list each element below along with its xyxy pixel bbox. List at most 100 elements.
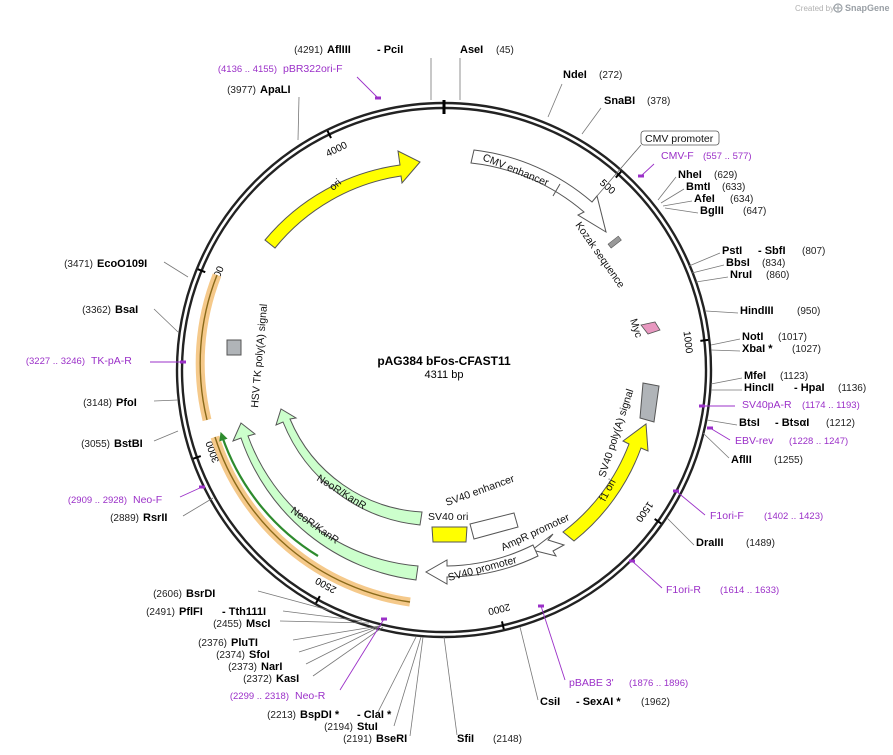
primer-site[interactable]: F1ori-R(1614 .. 1633) [666,584,779,596]
enzyme-site[interactable]: (3362) BsaI [82,304,138,316]
enzyme-site[interactable]: (3471)EcoO109I [64,258,147,270]
enzyme-site[interactable]: (2372)KasI [243,673,299,685]
primer-site[interactable]: F1ori-F(1402 .. 1423) [710,510,823,522]
enzyme-site[interactable]: NotI(1017) [742,331,807,343]
snapgene-name: SnapGene [845,3,890,13]
tick-mark [700,338,709,342]
enzyme-site[interactable]: (2606)BsrDI [153,588,215,600]
enzyme-site[interactable]: AfeI(634) [694,193,753,205]
enzyme-name-secondary: - HpaI [794,382,825,394]
enzyme-site[interactable]: XbaI *(1027) [742,343,821,355]
primer-range: (1614 .. 1633) [720,585,779,596]
feature-myc[interactable] [640,321,661,335]
feature-cmv-enhancer[interactable] [470,149,607,234]
primer-binding-mark [638,174,644,178]
enzyme-leader-line [305,625,382,665]
tick-label: 4000 [324,140,349,160]
enzyme-name: AseI [460,44,483,56]
enzyme-site[interactable]: (2213)BspDI *- ClaI * [267,709,392,721]
enzyme-position: (634) [730,194,753,205]
enzyme-name: CsiI [540,696,560,708]
primer-site[interactable]: SV40pA-R(1174 .. 1193) [742,399,860,411]
feature-sv40-enhancer-label: SV40 enhancer [444,473,517,509]
feature-hsv-tk-polya[interactable] [226,339,242,356]
enzyme-site[interactable]: (4291)AflIII- PciI [294,44,403,56]
enzyme-site[interactable]: CsiI- SexAI *(1962) [540,696,670,708]
enzyme-site[interactable]: AflII(1255) [731,454,803,466]
primer-site[interactable]: EBV-rev(1228 .. 1247) [735,435,848,447]
enzyme-site[interactable]: (2194)StuI [324,721,378,733]
enzyme-position: (4291) [294,45,323,56]
enzyme-position: (860) [766,270,789,281]
enzyme-site[interactable]: BbsI(834) [726,257,785,269]
enzyme-site[interactable]: BglII(647) [700,205,766,217]
feature-sv40-ori[interactable] [431,526,468,543]
enzyme-site[interactable]: (2376)PluTI [198,637,258,649]
primer-site[interactable]: (2299 .. 2318)Neo-R [230,690,326,702]
enzyme-leader-line [688,252,721,267]
enzyme-name: XbaI * [742,343,773,355]
enzyme-site[interactable]: (2191)BseRI [343,733,407,745]
enzyme-site[interactable]: (2455)MscI [213,618,270,630]
cmv-promoter-callout[interactable]: CMV promoter [596,130,720,197]
enzyme-site[interactable]: (3148)PfoI [83,397,137,409]
enzyme-name: HindIII [740,305,774,317]
enzyme-site[interactable]: PstI- SbfI(807) [722,245,825,257]
primer-site[interactable]: CMV-F(557 .. 577) [661,150,752,162]
enzyme-position: (378) [647,96,670,107]
feature-myc-label: Myc [627,317,644,339]
feature-sv40-enhancer[interactable] [469,512,519,540]
tick-mark [192,455,202,460]
primer-name: CMV-F [661,150,694,162]
feature-kozak[interactable] [607,235,622,249]
feature-f1-ori[interactable] [562,423,649,542]
feature-ori[interactable] [264,150,421,249]
enzyme-site[interactable]: SfiI(2148) [457,733,522,745]
enzyme-site[interactable]: NheI(629) [678,169,737,181]
enzyme-site[interactable]: NdeI(272) [563,69,622,81]
primer-site[interactable]: pBABE 3'(1876 .. 1896) [569,677,688,689]
enzyme-site[interactable]: (2373)NarI [228,661,282,673]
enzyme-position: (1489) [746,538,775,549]
enzyme-site[interactable]: DraIII(1489) [696,537,775,549]
enzyme-site[interactable]: (3977)ApaLI [227,84,290,96]
enzyme-site[interactable]: MfeI(1123) [744,370,808,382]
enzyme-site[interactable]: HincII- HpaI(1136) [744,382,866,394]
tick-mark [326,130,332,139]
enzyme-site[interactable]: HindIII(950) [740,305,820,317]
enzyme-site[interactable]: NruI (860) [730,269,789,281]
enzyme-leader-line [695,276,729,283]
enzyme-site[interactable]: (2374)SfoI [216,649,270,661]
enzyme-site[interactable]: (2491)PflFI- Tth111I [146,606,266,618]
enzyme-site[interactable]: (3055)BstBI [81,438,143,450]
enzyme-site[interactable]: AseI(45) [460,44,514,56]
enzyme-leader-line [182,497,214,517]
enzyme-site[interactable]: (2889)RsrII [110,512,167,524]
enzyme-position: (2194) [324,722,353,733]
enzyme-site[interactable]: BtsI- BtsαI(1212) [739,417,855,429]
enzyme-name: BsaI [115,304,138,316]
primer-site[interactable]: (4136 .. 4155)pBR322ori-F [218,63,343,75]
enzyme-name: AflIII [327,44,351,56]
enzyme-name: BtsI [739,417,760,429]
orf-highlight-line-left [199,274,218,421]
enzyme-position: (834) [762,258,785,269]
enzyme-position: (3362) [82,305,111,316]
enzyme-site[interactable]: SnaBI(378) [604,95,670,107]
feature-neor-outer[interactable] [232,422,419,581]
enzyme-position: (1212) [826,418,855,429]
enzyme-name: NruI [730,269,752,281]
enzyme-position: (807) [802,246,825,257]
feature-neor-inner[interactable] [275,408,423,526]
enzyme-site[interactable]: BmtI(633) [686,181,745,193]
primer-site[interactable]: (3227 .. 3246)TK-pA-R [26,355,132,367]
primer-name: SV40pA-R [742,399,792,411]
enzyme-name: AflII [731,454,752,466]
feature-sv40-promoter[interactable] [424,544,539,585]
enzyme-position: (3148) [83,398,112,409]
feature-sv40-polya[interactable] [639,382,660,423]
primer-site[interactable]: (2909 .. 2928)Neo-F [68,494,162,506]
primer-binding-mark [199,485,205,489]
